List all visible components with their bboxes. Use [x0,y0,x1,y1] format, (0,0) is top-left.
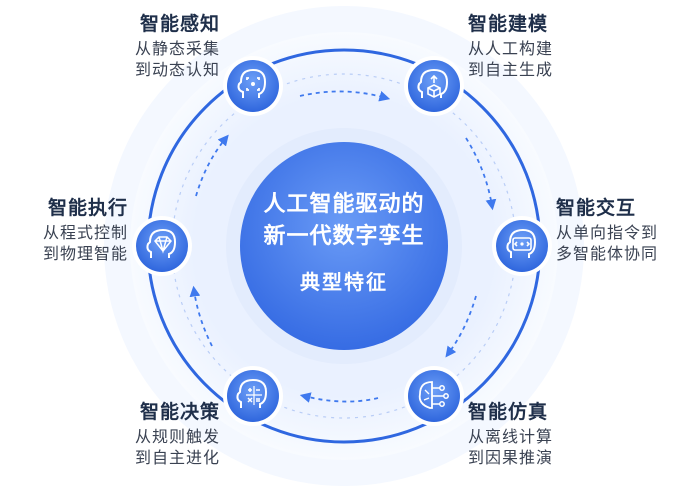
feature-desc-line1: 从程式控制 [42,222,128,242]
feature-title: 智能交互 [556,197,637,219]
head-diamond-icon [132,216,192,276]
brain-circuit-icon [404,366,464,426]
feature-desc-line2: 多智能体协同 [556,244,659,264]
feature-desc-line2: 到自主进化 [134,448,220,468]
head-cube-icon [404,56,464,116]
head-scan-icon [223,56,283,116]
head-link-icon [492,216,552,276]
feature-label-interaction: 智能交互 从单向指令到 多智能体协同 [556,196,684,265]
arrow-execute-to-sense [195,134,229,197]
feature-title: 智能决策 [139,401,220,423]
feature-label-simulation: 智能仿真 从离线计算 到因果推演 [468,400,648,469]
feature-label-execution: 智能执行 从程式控制 到物理智能 [4,196,128,265]
center-disc [240,142,448,350]
feature-desc-line1: 从离线计算 [468,426,554,446]
center-title-line1: 人工智能驱动的 [263,192,425,217]
center-title-line2: 新一代数字孪生 [263,224,425,249]
arrow-sense-to-model [299,90,391,102]
head-calculator-icon [223,366,283,426]
arrow-interact-to-simulate [445,295,477,358]
feature-desc-line2: 到因果推演 [468,448,554,468]
arrow-simulate-to-decide [299,392,379,403]
feature-title: 智能仿真 [468,401,549,423]
feature-desc-line2: 到物理智能 [42,244,128,264]
feature-desc-line1: 从单向指令到 [556,222,659,242]
feature-label-modeling: 智能建模 从人工构建 到自主生成 [468,12,648,81]
arrow-model-to-interact [465,137,497,211]
feature-desc-line1: 从静态采集 [134,38,220,58]
feature-desc-line2: 到自主生成 [468,60,554,80]
feature-desc-line1: 从人工构建 [468,38,554,58]
feature-title: 智能建模 [468,13,549,35]
feature-label-decision: 智能决策 从规则触发 到自主进化 [60,400,220,469]
feature-desc-line1: 从规则触发 [134,426,220,446]
feature-label-perception: 智能感知 从静态采集 到动态认知 [70,12,220,81]
feature-title: 智能执行 [47,197,128,219]
center-subtitle: 典型特征 [300,270,388,294]
feature-desc-line2: 到动态认知 [134,60,220,80]
feature-title: 智能感知 [139,13,220,35]
